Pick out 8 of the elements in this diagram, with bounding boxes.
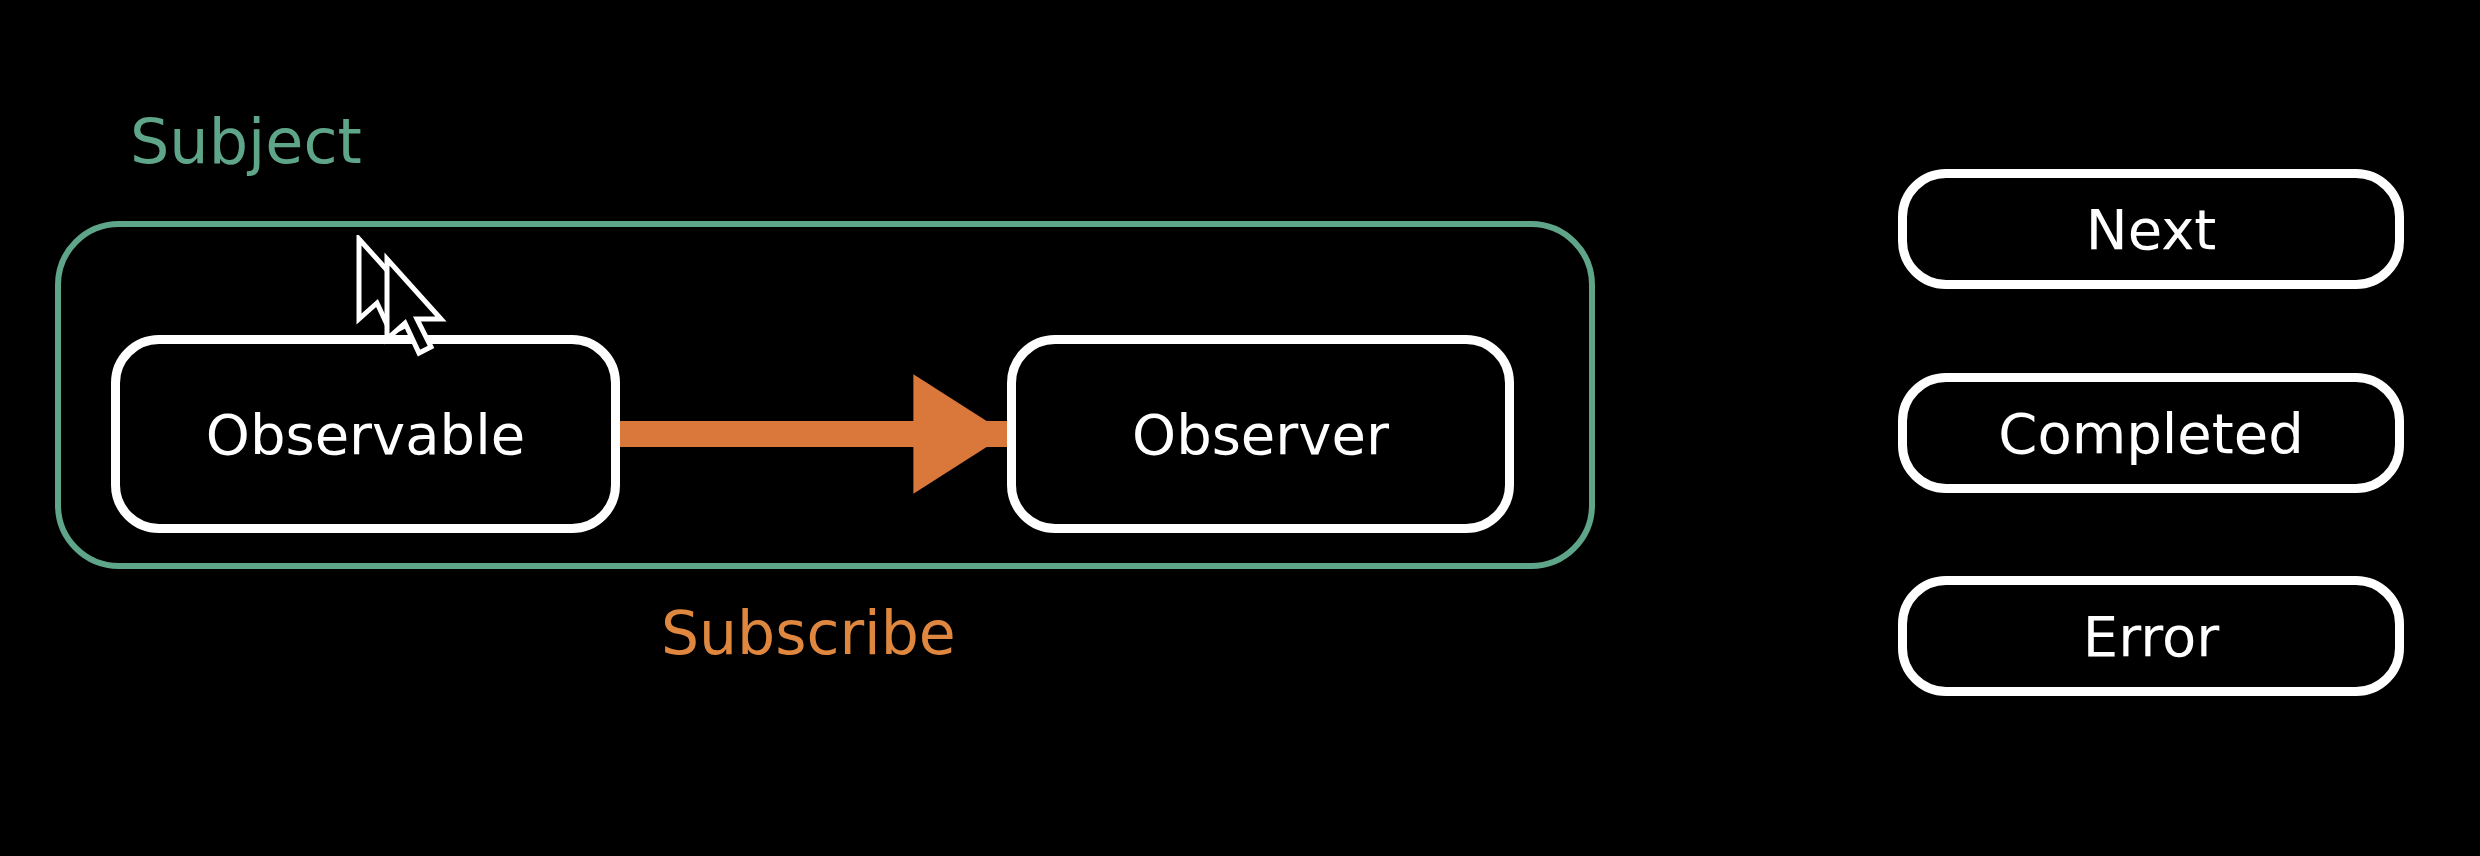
process-box: Observer xyxy=(1007,335,1514,533)
group-heading: Subject xyxy=(130,105,362,178)
process-box: Completed xyxy=(1898,373,2404,493)
arrow xyxy=(620,374,1007,494)
arrow-label: Subscribe xyxy=(661,598,956,668)
process-box: Next xyxy=(1898,169,2404,289)
process-box: Observable xyxy=(111,335,620,533)
process-box: Error xyxy=(1898,576,2404,696)
